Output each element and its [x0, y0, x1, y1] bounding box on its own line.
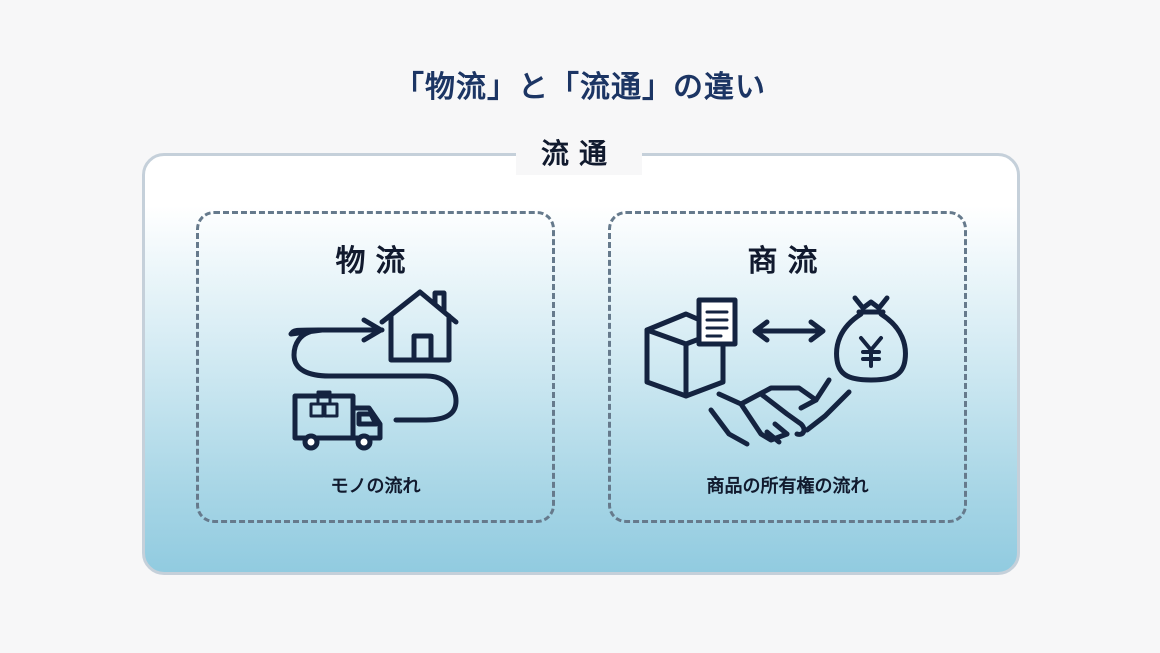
house-icon — [379, 289, 459, 363]
route-arrow-icon — [288, 327, 459, 423]
distribution-label: 流通 — [516, 133, 642, 175]
delivery-truck-icon — [292, 390, 383, 451]
document-icon — [696, 297, 738, 347]
page-title: 「物流」と「流通」の違い — [394, 70, 766, 105]
double-arrow-icon — [752, 319, 826, 343]
commercial-flow-caption: 商品の所有権の流れ — [706, 476, 869, 497]
logistics-box: 物流 モノの流れ — [196, 211, 555, 523]
logistics-caption: モノの流れ — [330, 476, 421, 497]
handshake-icon — [708, 377, 852, 447]
money-bag-yen-icon — [834, 295, 908, 383]
logistics-title: 物流 — [335, 244, 416, 279]
commercial-flow-title: 商流 — [747, 244, 828, 279]
distribution-container — [142, 153, 1020, 575]
logistics-illustration — [288, 289, 459, 451]
commercial-flow-illustration — [644, 295, 908, 447]
commercial-flow-box: 商流 — [608, 211, 967, 523]
